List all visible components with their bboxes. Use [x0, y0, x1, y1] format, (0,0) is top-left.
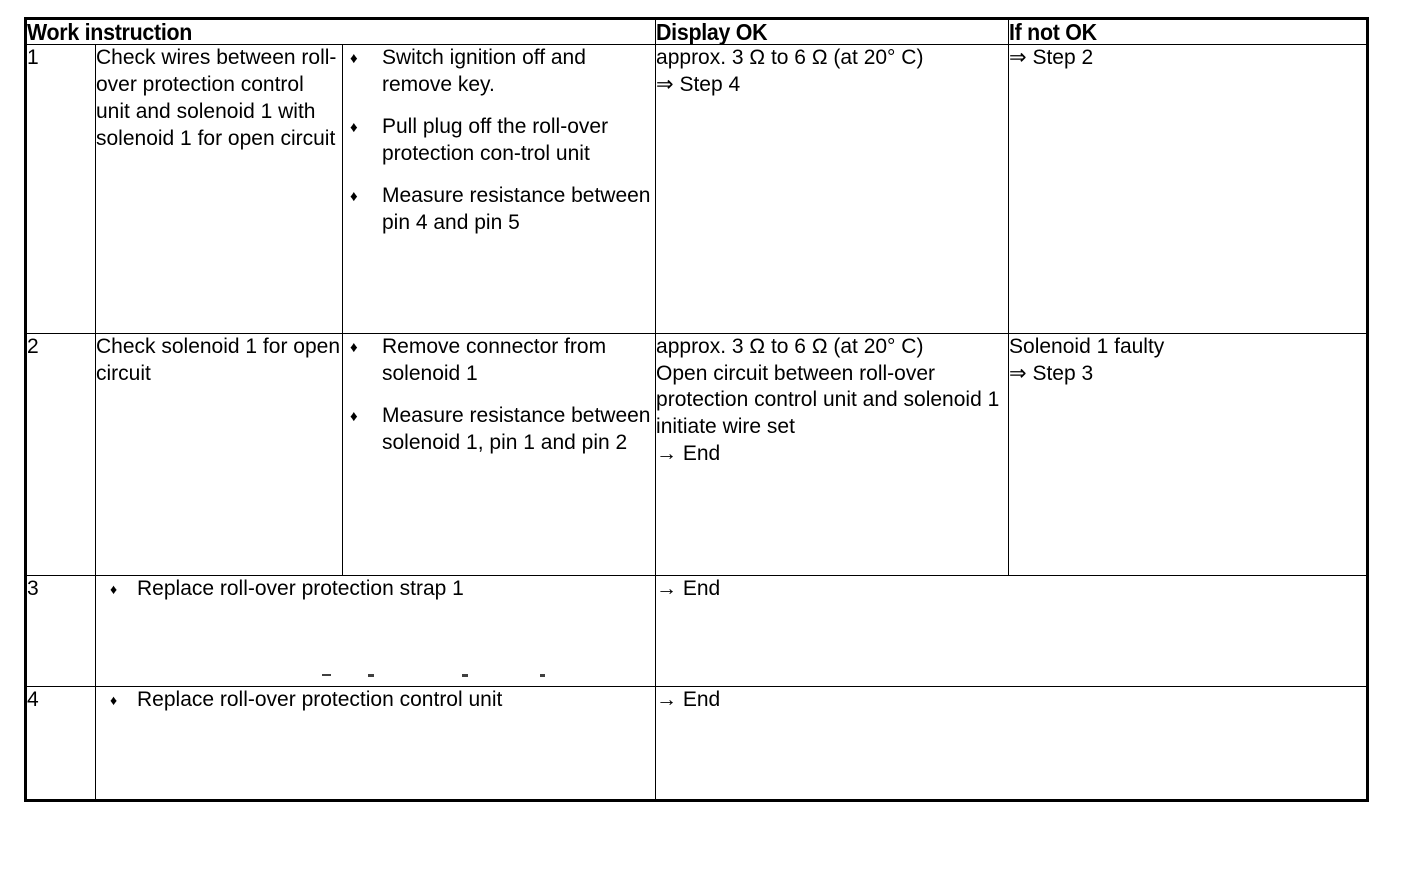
table-header-row: Work instruction Display OK If not OK	[24, 17, 1369, 46]
actions-cell: ♦ Remove connector from solenoid 1 ♦ Measu…	[341, 333, 657, 577]
display-ok-cell: approx. 3 Ω to 6 Ω (at 20° C) Open circu…	[655, 333, 1010, 577]
action-list: ♦ Replace roll-over protection control un…	[96, 687, 655, 714]
diamond-bullet-icon: ♦	[350, 407, 358, 425]
column-header-work-instruction: Work instruction	[24, 17, 657, 46]
action-text: Pull plug off the roll-over protection c…	[382, 114, 609, 165]
actions-cell: ♦ Replace roll-over protection strap 1	[94, 575, 657, 688]
list-item: ♦ Replace roll-over protection control un…	[96, 687, 655, 714]
action-text: Replace roll-over protection control uni…	[137, 688, 503, 712]
scan-artifact	[540, 674, 545, 677]
action-text: Switch ignition off and remove key.	[382, 46, 586, 97]
action-list: ♦ Switch ignition off and remove key. ♦ Pu…	[343, 45, 655, 236]
instruction-cell: Check wires between roll-over protection…	[95, 44, 343, 335]
display-ok-cell: → End	[655, 686, 1369, 802]
list-item: ♦ Replace roll-over protection strap 1	[96, 576, 655, 603]
display-ok-line: → End	[656, 688, 721, 712]
display-ok-line: approx. 3 Ω to 6 Ω (at 20° C)	[656, 46, 924, 70]
display-ok-cell: approx. 3 Ω to 6 Ω (at 20° C) ⇒ Step 4	[655, 44, 1010, 335]
actions-cell: ♦ Switch ignition off and remove key. ♦ Pu…	[341, 44, 657, 335]
if-not-ok-line: Solenoid 1 faulty	[1009, 335, 1165, 359]
step-number-cell: 2	[25, 333, 96, 577]
diamond-bullet-icon: ♦	[350, 339, 358, 357]
troubleshooting-procedure-table: Work instruction Display OK If not OK 1 …	[24, 17, 1370, 803]
scan-artifact	[462, 674, 468, 677]
action-text: Measure resistance between pin 4 and pin…	[382, 183, 651, 234]
list-item: ♦ Measure resistance between solenoid 1, …	[343, 403, 655, 457]
if-not-ok-line: ⇒ Step 3	[1009, 361, 1094, 385]
scan-artifact	[322, 674, 331, 676]
column-header-if-not-ok: If not OK	[1008, 17, 1369, 46]
action-text: Replace roll-over protection strap 1	[137, 577, 464, 601]
list-item: ♦ Pull plug off the roll-over protection …	[343, 114, 655, 168]
diamond-bullet-icon: ♦	[350, 50, 358, 68]
list-item: ♦ Switch ignition off and remove key.	[343, 45, 655, 99]
diamond-bullet-icon: ♦	[110, 581, 118, 598]
scan-artifact	[368, 674, 374, 677]
table-row: 2 Check solenoid 1 for open circuit ♦ Rem…	[25, 333, 1369, 577]
column-header-work-instruction-label: Work instruction	[27, 19, 193, 45]
list-item: ♦ Measure resistance between pin 4 and pi…	[343, 183, 655, 237]
if-not-ok-line: ⇒ Step 2	[1009, 46, 1094, 70]
step-number-cell: 1	[25, 44, 96, 335]
column-header-if-not-ok-label: If not OK	[1009, 19, 1097, 45]
column-header-display-ok: Display OK	[655, 17, 1010, 46]
column-header-display-ok-label: Display OK	[656, 19, 768, 45]
action-text: Measure resistance between solenoid 1, p…	[382, 403, 651, 454]
diamond-bullet-icon: ♦	[110, 692, 118, 709]
table-row: 3 ♦Replace roll-over protection strap 1 …	[25, 575, 1369, 688]
diamond-bullet-icon: ♦	[350, 187, 358, 205]
display-ok-line: → End	[656, 441, 721, 465]
instruction-cell: Check solenoid 1 for open circuit	[95, 333, 343, 577]
display-ok-cell: → End	[655, 575, 1369, 688]
display-ok-line: Open circuit between roll-over protectio…	[656, 361, 1000, 412]
action-text: Remove connector from solenoid 1	[382, 335, 607, 386]
display-ok-line: → End	[656, 577, 721, 601]
diamond-bullet-icon: ♦	[350, 118, 358, 136]
display-ok-line: approx. 3 Ω to 6 Ω (at 20° C)	[656, 335, 924, 359]
action-list: ♦ Replace roll-over protection strap 1	[96, 576, 655, 603]
if-not-ok-cell: Solenoid 1 faulty ⇒ Step 3	[1008, 333, 1369, 577]
table-row: 1 Check wires between roll-over protecti…	[25, 44, 1369, 335]
step-number-cell: 3	[25, 575, 96, 688]
display-ok-line: initiate wire set	[656, 415, 795, 439]
display-ok-line: ⇒ Step 4	[656, 72, 741, 96]
actions-cell: ♦ Replace roll-over protection control un…	[94, 686, 657, 802]
action-list: ♦ Remove connector from solenoid 1 ♦ Measu…	[343, 334, 655, 457]
table-row: 4 ♦ Replace roll-over protection control …	[25, 686, 1369, 802]
step-number-cell: 4	[25, 686, 96, 802]
if-not-ok-cell: ⇒ Step 2	[1008, 44, 1369, 335]
list-item: ♦ Remove connector from solenoid 1	[343, 334, 655, 388]
